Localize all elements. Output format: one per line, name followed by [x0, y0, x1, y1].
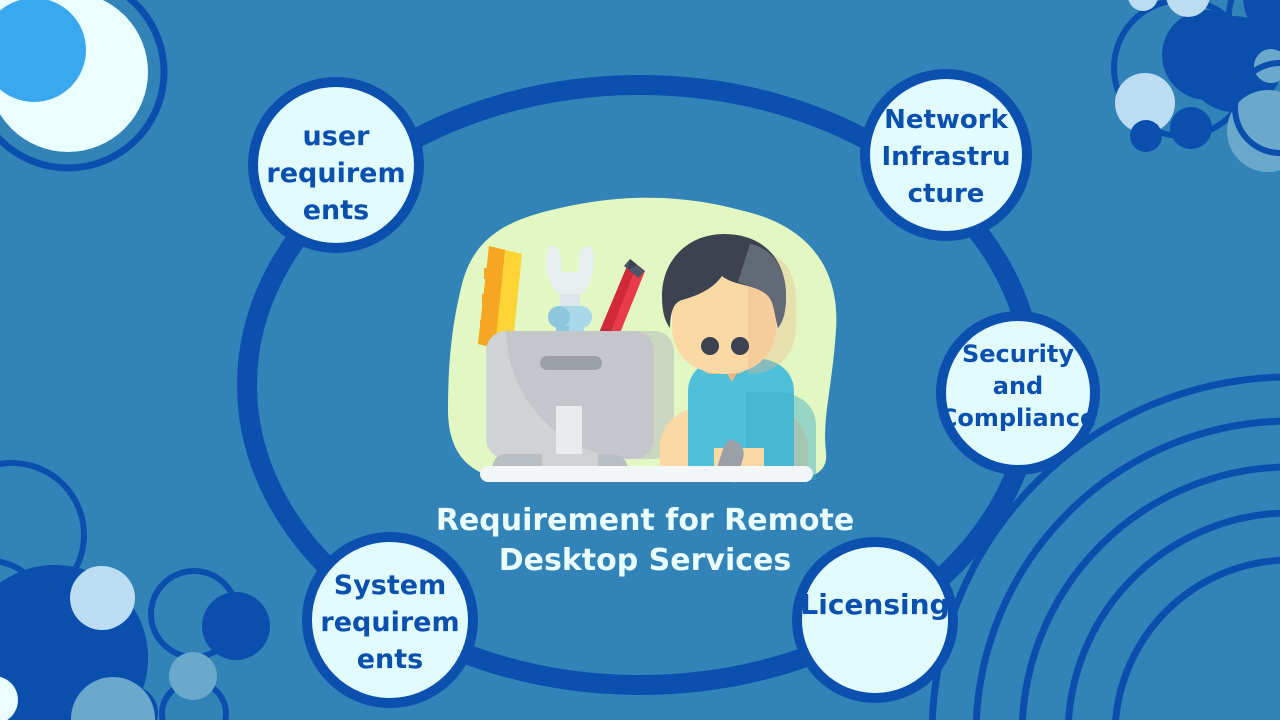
- pencil-icon: [596, 259, 645, 348]
- bubble-label-line-1: user: [303, 121, 371, 152]
- title-line-1: Requirement for Remote: [436, 503, 854, 538]
- bubble-label-line-3: ents: [303, 195, 370, 226]
- bubble-label-line-2: requirem: [320, 607, 459, 638]
- bubble-label-line-3: ents: [357, 644, 424, 675]
- bubble-network-infrastructure[interactable]: Network Infrastru cture: [860, 69, 1032, 241]
- bubble-shape[interactable]: [302, 532, 478, 708]
- desk-bar: [480, 466, 813, 482]
- bubble-label-line-3: cture: [908, 179, 985, 209]
- bubble-label-line-2: and: [993, 372, 1043, 400]
- bubble-shape[interactable]: [792, 537, 958, 703]
- bubble-label-line-1: Licensing: [800, 588, 949, 621]
- bubble-label-line-1: Network: [884, 105, 1009, 135]
- bubble-label-line-2: Infrastru: [881, 142, 1010, 172]
- bubble-label-line-1: Security: [962, 340, 1074, 368]
- bubble-licensing[interactable]: Licensing: [792, 537, 958, 703]
- bubble-user-requirements[interactable]: user requirem ents: [248, 77, 424, 253]
- bubble-shape[interactable]: [248, 77, 424, 253]
- page-title: Requirement for Remote Desktop Services: [436, 503, 854, 578]
- monitor-icon: [486, 331, 674, 480]
- title-line-2: Desktop Services: [499, 543, 792, 578]
- bubble-shape[interactable]: [936, 311, 1100, 475]
- bubble-shape[interactable]: [860, 69, 1032, 241]
- deco-circles-bottom-left: [0, 460, 270, 720]
- bubble-label-line-1: System: [334, 570, 446, 601]
- bubble-label-line-3: Compliance: [940, 404, 1097, 432]
- deco-circles-top-right: [1111, 0, 1280, 172]
- bubble-system-requirements[interactable]: System requirem ents: [302, 532, 478, 708]
- bubble-security-and-compliance[interactable]: Security and Compliance: [936, 311, 1100, 475]
- bubble-label-line-2: requirem: [266, 158, 405, 189]
- deco-circles-top-left: [0, 0, 168, 172]
- ruler-icon: [478, 246, 522, 352]
